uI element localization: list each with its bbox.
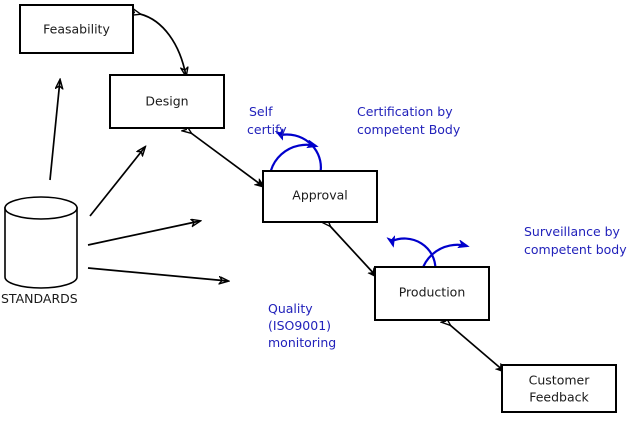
label-surveillance-competent-body: Surveillance by competent body (524, 224, 627, 257)
label-quality-monitoring: Quality (ISO9001) monitoring (268, 301, 336, 350)
node-design[interactable]: Design (109, 74, 225, 129)
customer-feedback-label-line2: Feedback (529, 390, 589, 405)
cylinder-top (4, 196, 78, 220)
customer-feedback-label-line1: Customer (529, 373, 591, 388)
feasability-label: Feasability (43, 22, 110, 37)
design-label: Design (145, 94, 188, 109)
node-approval[interactable]: Approval (262, 170, 378, 223)
flow-approval-production[interactable] (330, 226, 377, 277)
flow-standards-to-production[interactable] (87, 267, 228, 281)
flow-standards-to-feasability[interactable] (49, 80, 60, 181)
production-label: Production (399, 285, 466, 300)
node-production[interactable]: Production (374, 266, 490, 321)
surveillance-line2: competent body (524, 242, 627, 257)
customer-feedback-box (501, 364, 617, 413)
surveillance-line1: Surveillance by (524, 224, 621, 239)
certification-line1: Certification by (357, 104, 453, 119)
flow-standards-to-design[interactable] (89, 147, 145, 217)
label-self-certify: Self certify (247, 104, 287, 137)
node-customer-feedback[interactable]: Customer Feedback (501, 364, 617, 413)
feasability-box (19, 4, 134, 54)
standards-label: STANDARDS (1, 291, 78, 306)
quality-line1: Quality (268, 301, 313, 316)
approval-label: Approval (292, 188, 347, 203)
quality-line3: monitoring (268, 335, 336, 350)
node-feasability[interactable]: Feasability (19, 4, 134, 54)
node-standards[interactable]: STANDARDS (1, 196, 78, 306)
self-certify-line1: Self (249, 104, 273, 119)
flow-standards-to-approval[interactable] (87, 221, 200, 246)
design-box (109, 74, 225, 129)
production-box (374, 266, 490, 321)
approval-box (262, 170, 378, 223)
cylinder-body (4, 207, 78, 289)
certification-line2: competent Body (357, 122, 461, 137)
flow-production-customer-feedback[interactable] (450, 325, 505, 372)
self-certify-line2: certify (247, 122, 287, 137)
flow-design-approval[interactable] (191, 133, 264, 187)
label-certification-competent-body: Certification by competent Body (357, 104, 461, 137)
flow-design-to-feasability[interactable] (140, 14, 186, 76)
quality-line2: (ISO9001) (268, 318, 331, 333)
